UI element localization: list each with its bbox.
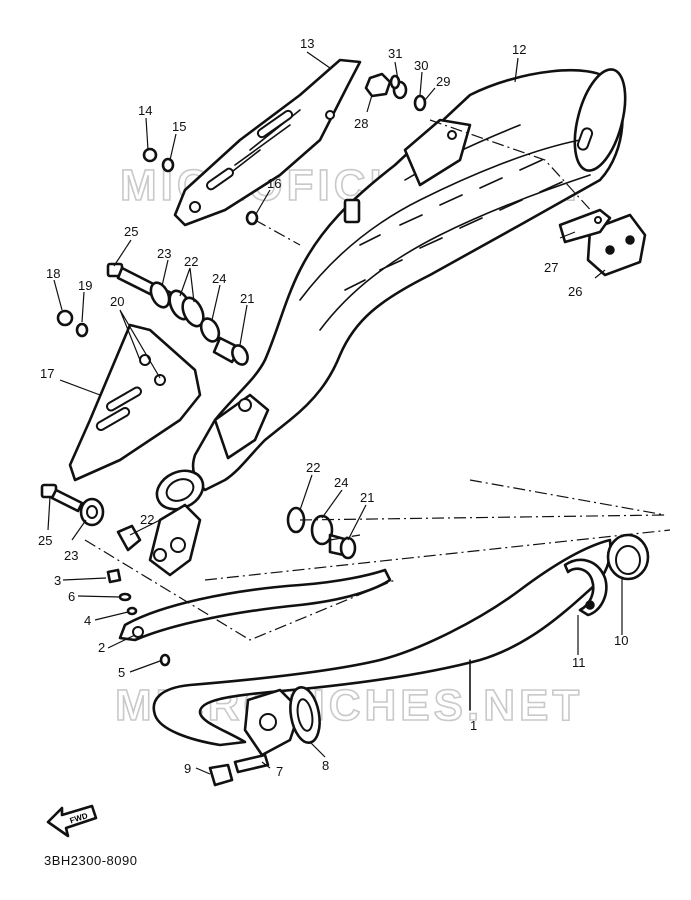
callout-12: 12 bbox=[512, 42, 526, 57]
callout-30: 30 bbox=[414, 58, 428, 73]
small-fasteners bbox=[106, 568, 171, 667]
pipe-protector-2 bbox=[118, 568, 392, 642]
callout-3: 3 bbox=[54, 573, 61, 588]
fasteners-upper bbox=[56, 72, 427, 338]
callout-21a: 21 bbox=[240, 291, 254, 306]
callouts: 1 2 3 4 5 6 7 8 9 10 11 12 13 14 15 16 1… bbox=[38, 36, 628, 779]
callout-16: 16 bbox=[267, 176, 281, 191]
callout-7: 7 bbox=[276, 764, 283, 779]
callout-28: 28 bbox=[354, 116, 368, 131]
callout-23b: 23 bbox=[64, 548, 78, 563]
callout-22b: 22 bbox=[306, 460, 320, 475]
callout-4: 4 bbox=[84, 613, 91, 628]
side-protector-17 bbox=[68, 323, 202, 482]
callout-22c: 22 bbox=[140, 512, 154, 527]
gasket-10 bbox=[606, 533, 650, 581]
callout-11: 11 bbox=[572, 655, 586, 670]
assembly-lines bbox=[84, 119, 671, 641]
callout-1: 1 bbox=[470, 718, 477, 733]
callout-27: 27 bbox=[544, 260, 558, 275]
callout-25b: 25 bbox=[38, 533, 52, 548]
callout-2: 2 bbox=[98, 640, 105, 655]
clamp-11 bbox=[563, 558, 608, 617]
callout-19: 19 bbox=[78, 278, 92, 293]
callout-13: 13 bbox=[300, 36, 314, 51]
callout-20: 20 bbox=[110, 294, 124, 309]
callout-6: 6 bbox=[68, 589, 75, 604]
mount-stack-upper bbox=[106, 262, 249, 366]
callout-25a: 25 bbox=[124, 224, 138, 239]
muffler-protector-13 bbox=[173, 58, 362, 227]
callout-9: 9 bbox=[184, 761, 191, 776]
callout-8: 8 bbox=[322, 758, 329, 773]
callout-5: 5 bbox=[118, 665, 125, 680]
callout-15: 15 bbox=[172, 119, 186, 134]
front-arrow-icon: FWD bbox=[46, 804, 98, 838]
callout-14: 14 bbox=[138, 103, 152, 118]
callout-24a: 24 bbox=[212, 271, 226, 286]
callout-17: 17 bbox=[40, 366, 54, 381]
exhaust-pipe bbox=[152, 538, 612, 787]
diagram-code: 3BH2300-8090 bbox=[44, 853, 138, 868]
callout-10: 10 bbox=[614, 633, 628, 648]
callout-24b: 24 bbox=[334, 475, 348, 490]
callout-29: 29 bbox=[436, 74, 450, 89]
callout-23a: 23 bbox=[157, 246, 171, 261]
callout-18: 18 bbox=[46, 266, 60, 281]
muffler bbox=[148, 68, 627, 577]
callout-31: 31 bbox=[388, 46, 402, 61]
callout-21b: 21 bbox=[360, 490, 374, 505]
leader-lines bbox=[47, 51, 623, 775]
callout-26: 26 bbox=[568, 284, 582, 299]
callout-22a: 22 bbox=[184, 254, 198, 269]
